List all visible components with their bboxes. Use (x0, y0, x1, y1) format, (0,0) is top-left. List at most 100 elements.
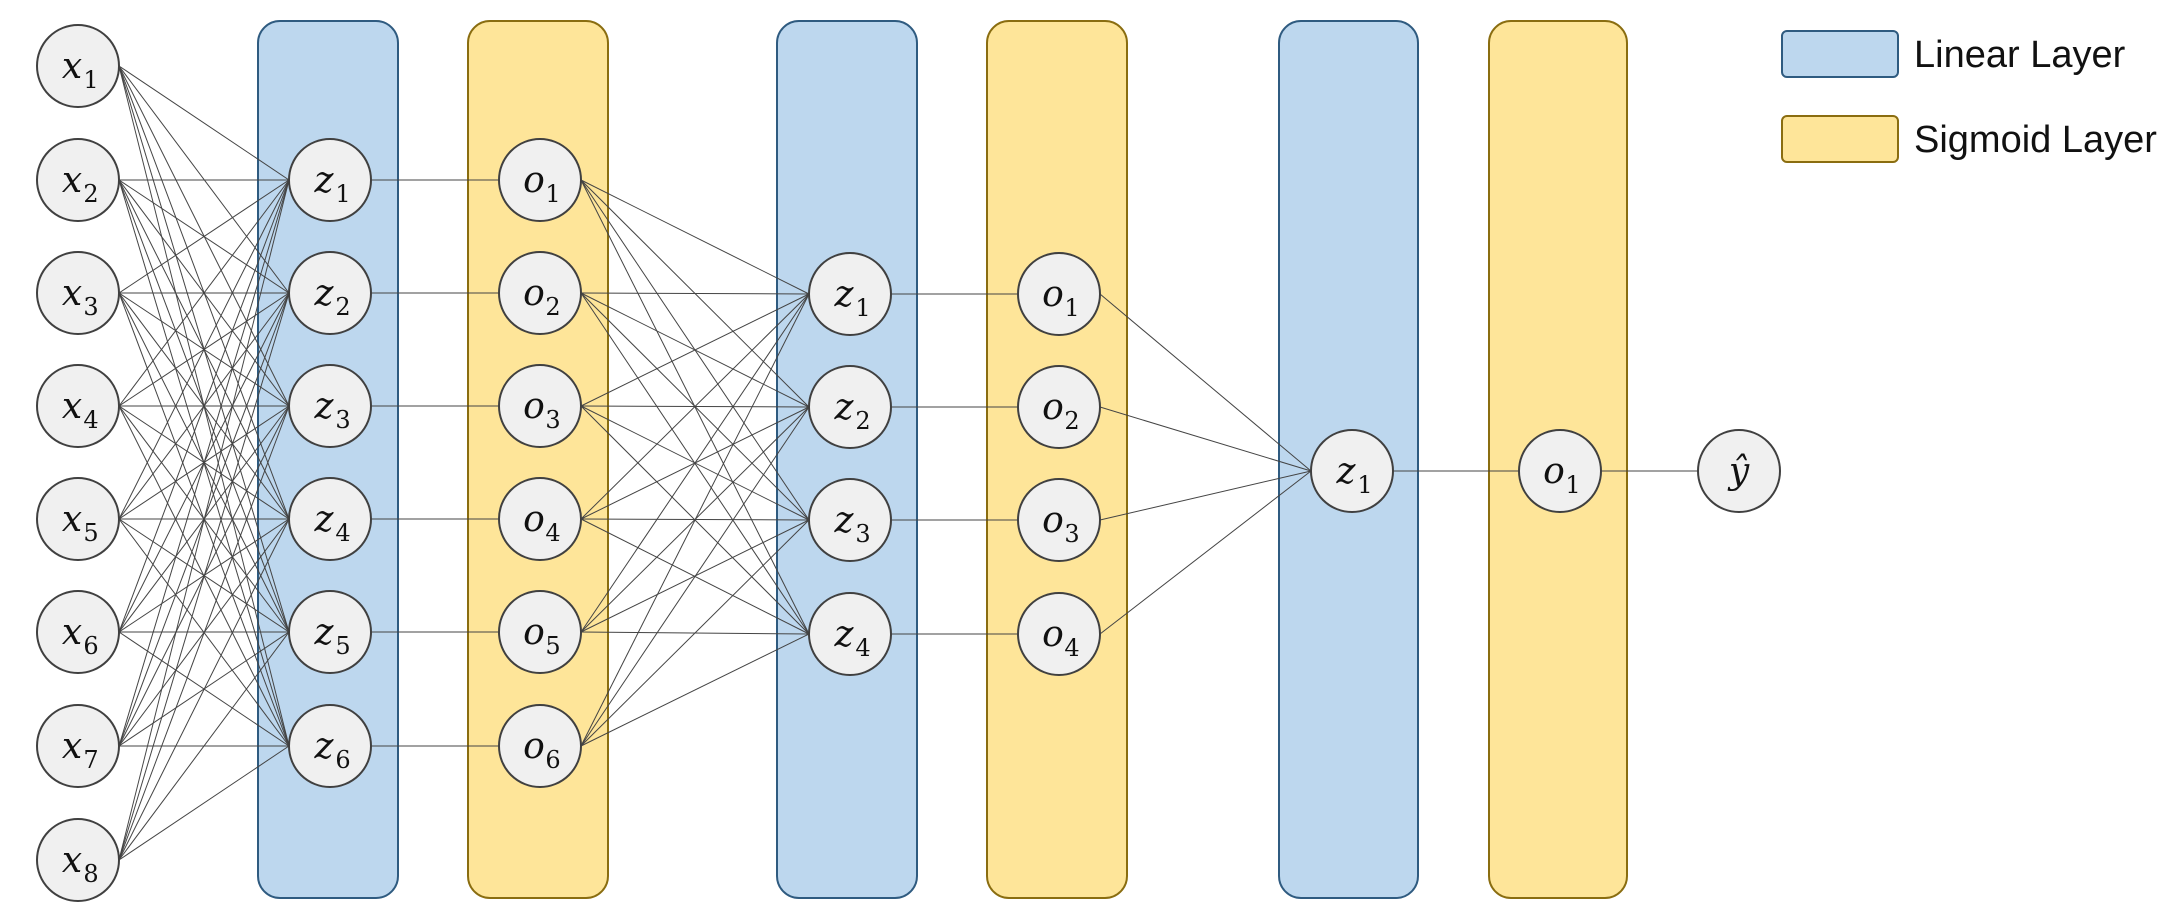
node-symbol: ŷ (1727, 451, 1750, 492)
node-subscript: 3 (335, 406, 350, 434)
edge-input-linear1 (118, 631, 290, 861)
node-symbol: o (523, 160, 545, 201)
node-subscript: 3 (1064, 520, 1079, 548)
node-symbol: z (834, 614, 855, 655)
node-circle (288, 590, 372, 674)
node-subscript: 4 (335, 519, 350, 547)
node-symbol: x (62, 160, 82, 201)
node-symbol: z (1336, 451, 1357, 492)
node-symbol: z (314, 160, 335, 201)
legend-label-linear: Linear Layer (1914, 34, 2126, 76)
node-subscript: 1 (83, 66, 98, 94)
node-circle (1017, 478, 1101, 562)
node-subscript: 2 (855, 407, 870, 435)
node-circle (288, 364, 372, 448)
node-subscript: 4 (83, 406, 98, 434)
node-circle (498, 364, 582, 448)
node-circle (36, 251, 120, 335)
node-circle (1017, 252, 1101, 336)
linear-layer-band-linear2 (776, 20, 918, 899)
node-symbol: z (314, 273, 335, 314)
node-symbol: z (834, 387, 855, 428)
edge-sigmoid2-linear3 (1099, 406, 1312, 472)
node-subscript: 4 (855, 634, 870, 662)
layer-bands (257, 20, 1628, 899)
node-circle (288, 138, 372, 222)
edge-sigmoid1-linear2 (580, 293, 810, 520)
connections (118, 65, 1698, 861)
node-symbol: o (523, 499, 545, 540)
edge-sigmoid1-linear2 (580, 293, 810, 633)
node-output-1: ŷ (1697, 429, 1781, 513)
legend-swatch-sigmoid (1781, 115, 1899, 163)
node-circle (498, 138, 582, 222)
node-subscript: 1 (1064, 294, 1079, 322)
edge-input-linear1 (118, 179, 290, 861)
node-circle (1310, 429, 1394, 513)
node-circle (1017, 592, 1101, 676)
node-subscript: 4 (1064, 634, 1079, 662)
node-symbol: z (314, 726, 335, 767)
node-circle (808, 365, 892, 449)
node-subscript: 2 (335, 293, 350, 321)
legend-swatch-linear (1781, 30, 1899, 78)
node-subscript: 2 (1064, 407, 1079, 435)
edge-input-linear1 (118, 179, 290, 294)
node-circle (36, 818, 120, 902)
node-circle (288, 251, 372, 335)
edge-sigmoid1-linear2 (580, 406, 810, 747)
node-subscript: 3 (83, 293, 98, 321)
node-subscript: 3 (855, 520, 870, 548)
node-subscript: 1 (855, 294, 870, 322)
node-subscript: 4 (545, 519, 560, 547)
node-circle (808, 592, 892, 676)
node-subscript: 1 (335, 180, 350, 208)
node-symbol: x (62, 273, 82, 314)
node-circle (288, 704, 372, 788)
node-circle (808, 478, 892, 562)
node-circle (36, 364, 120, 448)
node-symbol: o (1042, 614, 1064, 655)
edge-sigmoid1-linear2 (580, 179, 810, 295)
node-subscript: 6 (335, 746, 350, 774)
edge-sigmoid2-linear3 (1099, 293, 1312, 472)
node-symbol: o (523, 612, 545, 653)
edge-input-linear1 (118, 179, 290, 747)
node-circle (1697, 429, 1781, 513)
node-circle (498, 590, 582, 674)
node-symbol: x (62, 612, 82, 653)
node-circle (36, 138, 120, 222)
node-symbol: x (62, 46, 82, 87)
node-subscript: 7 (83, 746, 98, 774)
node-circle (36, 704, 120, 788)
linear-layer-band-linear1 (257, 20, 399, 899)
node-subscript: 1 (1357, 471, 1372, 499)
node-symbol: x (62, 499, 82, 540)
node-symbol: x (62, 386, 82, 427)
node-circle (808, 252, 892, 336)
node-symbol: o (1042, 387, 1064, 428)
edge-input-linear1 (118, 179, 290, 633)
node-symbol: o (523, 273, 545, 314)
node-subscript: 2 (545, 293, 560, 321)
node-symbol: z (834, 500, 855, 541)
legend-item-sigmoid: Sigmoid Layer (1781, 115, 2157, 163)
